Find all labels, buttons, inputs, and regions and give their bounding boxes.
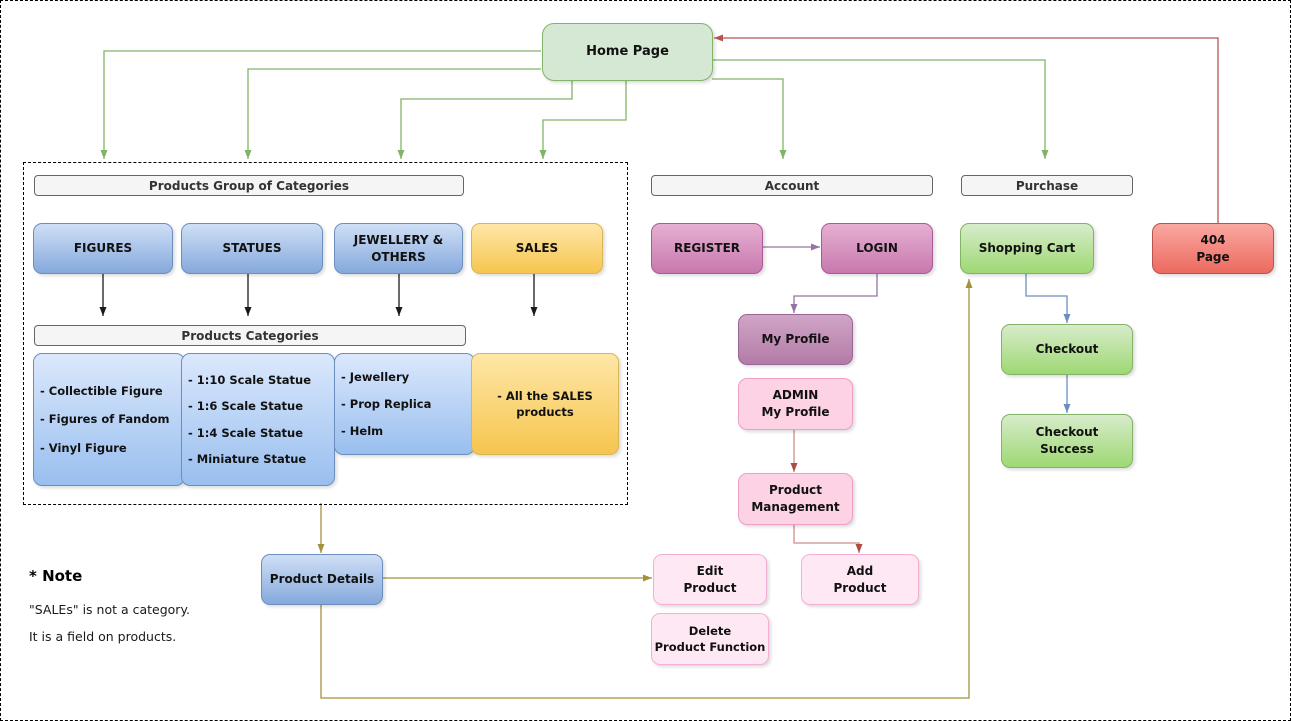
purchase-header-label: Purchase	[1015, 178, 1079, 193]
node-register: REGISTER	[651, 223, 763, 274]
node-delete-product-function: Delete Product Function	[651, 613, 769, 665]
node-edit-product: Edit Product	[653, 554, 767, 605]
node-statues-categories: - 1:10 Scale Statue - 1:6 Scale Statue -…	[181, 353, 335, 486]
node-product-management-label: Product Management	[751, 483, 840, 514]
list-item: - Miniature Statue	[188, 451, 307, 466]
node-figures: FIGURES	[33, 223, 173, 274]
list-item: - 1:6 Scale Statue	[188, 399, 304, 414]
account-header: Account	[651, 175, 933, 196]
list-item: - Figures of Fandom	[40, 412, 170, 427]
purchase-header: Purchase	[961, 175, 1133, 196]
list-item: - Jewellery	[341, 369, 410, 384]
note-heading: * Note	[29, 567, 83, 585]
arrow-home-to-account	[712, 78, 787, 159]
list-item: - Vinyl Figure	[40, 440, 127, 455]
list-item: - Collectible Figure	[40, 384, 163, 399]
node-home-page: Home Page	[542, 23, 713, 81]
node-login-label: LOGIN	[856, 241, 898, 256]
node-404-page-label: 404 Page	[1196, 232, 1230, 264]
node-statues: STATUES	[181, 223, 323, 274]
node-statues-label: STATUES	[222, 241, 282, 256]
node-figures-label: FIGURES	[73, 241, 133, 256]
node-my-profile: My Profile	[738, 314, 853, 365]
node-admin-my-profile: ADMIN My Profile	[738, 378, 853, 430]
list-item: - All the SALES products	[497, 388, 593, 419]
note-line: "SALEs" is not a category.	[29, 602, 191, 617]
node-sales-products: - All the SALES products	[471, 353, 619, 455]
node-my-profile-label: My Profile	[761, 332, 830, 347]
node-sales-label: SALES	[515, 241, 559, 256]
list-item: - 1:10 Scale Statue	[188, 373, 312, 388]
node-add-product-label: Add Product	[833, 563, 887, 595]
node-shopping-cart-label: Shopping Cart	[978, 241, 1076, 256]
node-jewellery-others: JEWELLERY & OTHERS	[334, 223, 463, 274]
arrow-cart-to-checkout	[1025, 272, 1071, 323]
node-register-label: REGISTER	[673, 241, 741, 256]
node-404-page: 404 Page	[1152, 223, 1274, 274]
arrow-home-to-statues	[244, 68, 541, 159]
node-jewellery-categories: - Jewellery - Prop Replica - Helm	[334, 353, 475, 455]
arrow-login-to-myprofile	[790, 272, 878, 313]
node-home-page-label: Home Page	[586, 43, 669, 59]
arrow-home-to-figures	[100, 50, 541, 159]
node-checkout-success-label: Checkout Success	[1035, 425, 1099, 456]
node-delete-product-function-label: Delete Product Function	[654, 623, 766, 654]
list-item: - Prop Replica	[341, 396, 432, 411]
account-header-label: Account	[764, 178, 820, 193]
list-item: - Helm	[341, 424, 384, 439]
arrow-home-to-purchase	[712, 59, 1049, 159]
node-checkout-label: Checkout	[1035, 342, 1099, 357]
products-categories-header-label: Products Categories	[181, 328, 319, 343]
node-jewellery-others-label: JEWELLERY & OTHERS	[353, 232, 444, 264]
products-group-header: Products Group of Categories	[34, 175, 464, 196]
products-group-header-label: Products Group of Categories	[148, 178, 350, 193]
node-checkout: Checkout	[1001, 324, 1133, 375]
list-item: - 1:4 Scale Statue	[188, 425, 304, 440]
arrow-home-to-jewellery	[397, 79, 573, 159]
node-admin-my-profile-label: ADMIN My Profile	[761, 388, 830, 419]
node-checkout-success: Checkout Success	[1001, 414, 1133, 468]
node-product-management: Product Management	[738, 473, 853, 525]
note-line: It is a field on products.	[29, 629, 177, 644]
node-figures-categories: - Collectible Figure - Figures of Fandom…	[33, 353, 185, 486]
node-product-details-label: Product Details	[269, 572, 375, 587]
node-edit-product-label: Edit Product	[683, 563, 737, 595]
arrow-home-to-sales	[539, 79, 627, 159]
products-categories-header: Products Categories	[34, 325, 466, 346]
arrow-management-to-add	[793, 523, 863, 553]
node-sales: SALES	[471, 223, 603, 274]
node-login: LOGIN	[821, 223, 933, 274]
node-add-product: Add Product	[801, 554, 919, 605]
node-product-details: Product Details	[261, 554, 383, 605]
node-shopping-cart: Shopping Cart	[960, 223, 1094, 274]
